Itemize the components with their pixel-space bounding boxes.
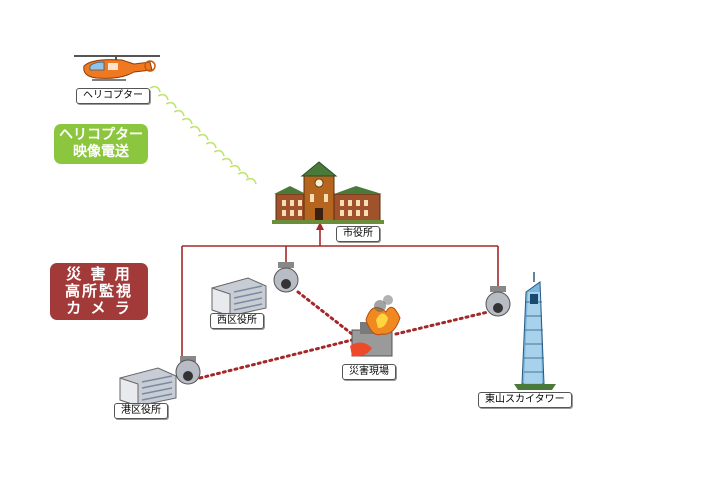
network-lines [181,222,499,362]
disaster-site-label: 災害現場 [342,364,396,380]
heli-video-tag: ヘリコプター 映像電送 [54,124,148,164]
disaster-camera-tag-line1: 災 害 用 [66,265,132,283]
disaster-site-icon [350,295,401,357]
west-ward-office-icon [211,277,267,317]
helicopter-label: ヘリコプター [76,88,150,104]
helicopter-icon [74,55,160,81]
tower-label: 東山スカイタワー [478,392,572,408]
minato-ward-office-icon [119,367,177,407]
nishi-ward-label: 西区役所 [210,313,264,329]
disaster-camera-tag-line2: 高所監視 [64,282,133,300]
radio-wave [149,85,257,185]
minato-ward-label: 港区役所 [114,403,168,419]
camera-icon [273,262,299,293]
camera-links [198,290,490,380]
heli-video-tag-line1: ヘリコプター [59,127,143,143]
sky-tower-icon [514,272,556,390]
camera-icon [485,286,511,317]
disaster-camera-tag-line3: カ メ ラ [66,299,132,317]
disaster-camera-tag: 災 害 用 高所監視 カ メ ラ [50,263,148,320]
camera-icon [175,356,201,385]
city-hall-icon [272,161,384,224]
city-hall-label: 市役所 [336,226,380,242]
heli-video-tag-line2: 映像電送 [73,144,129,160]
